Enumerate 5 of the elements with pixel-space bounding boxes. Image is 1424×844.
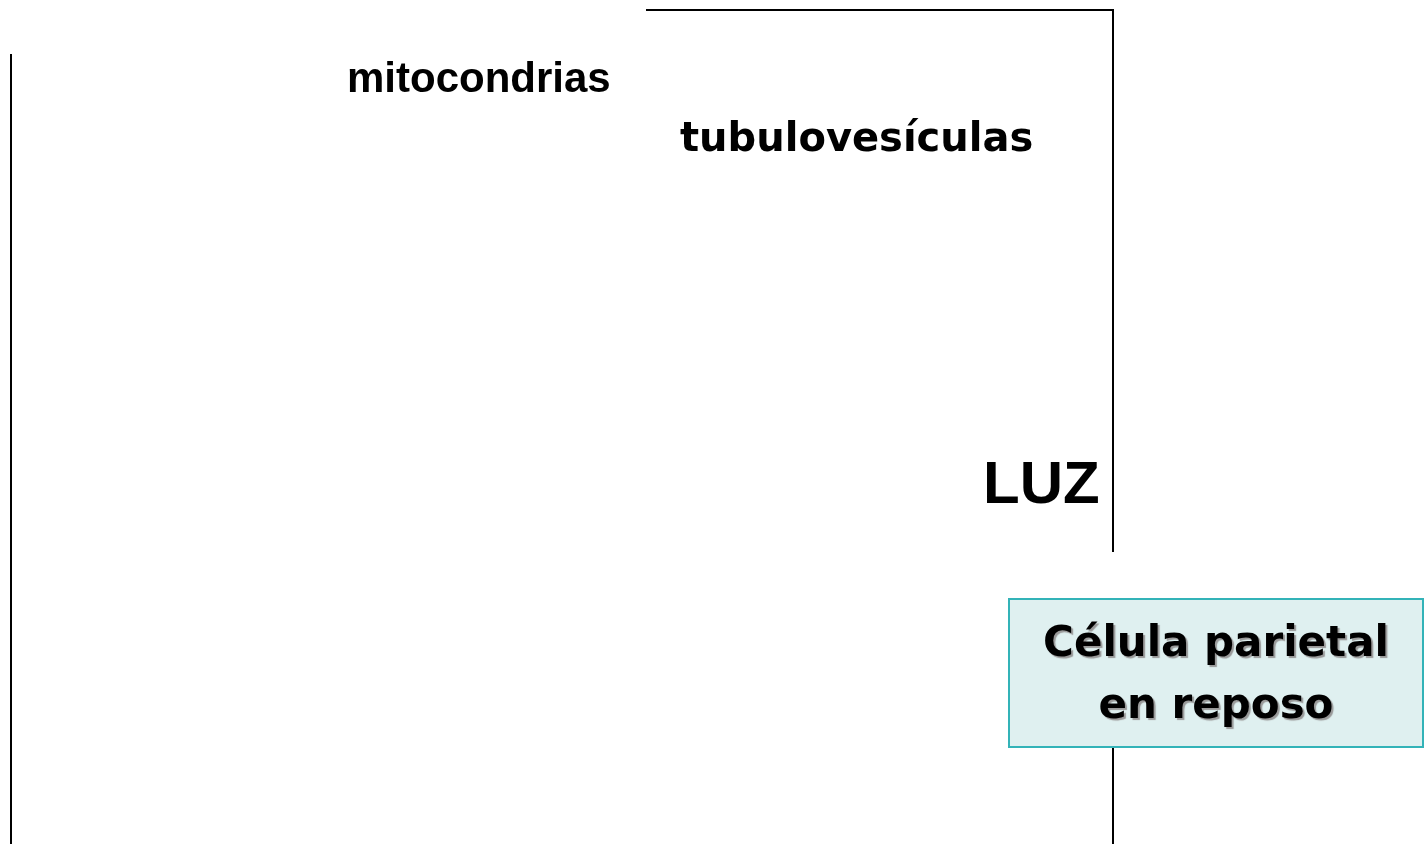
- title-box: [1008, 598, 1424, 748]
- part-label: tubulovesículas: [680, 114, 1034, 160]
- title-text: Célula parietal en reposo: [1042, 616, 1390, 730]
- region-label: LUZ: [983, 448, 1100, 517]
- part-label: mitocondrias: [347, 54, 611, 102]
